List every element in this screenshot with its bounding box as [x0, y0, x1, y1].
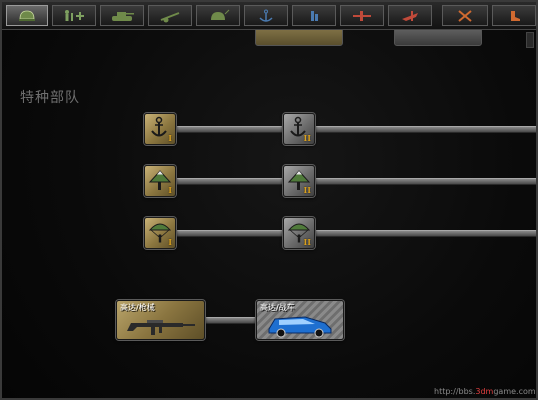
watermark-suffix: game.com — [493, 387, 536, 396]
tech-link-rail — [315, 178, 536, 185]
tab-artillery[interactable] — [148, 5, 192, 26]
tab-armor[interactable] — [100, 5, 144, 26]
equipment-card-vehicle[interactable]: 高达/战车 — [256, 300, 344, 340]
tier-numeral: II — [303, 185, 311, 195]
tab-infantry[interactable] — [6, 5, 48, 26]
mountain-troop-icon — [148, 170, 172, 190]
tier-numeral: I — [168, 185, 172, 195]
mountain-troop-icon — [287, 170, 311, 190]
scrollbar-thumb[interactable] — [526, 32, 534, 48]
tank-icon — [112, 11, 134, 21]
submarine-icon — [311, 10, 318, 21]
tab-bomber[interactable] — [388, 5, 432, 26]
infantry-plus-icon — [65, 9, 84, 21]
artillery-icon — [160, 11, 180, 22]
boot-icon — [511, 10, 520, 21]
tab-navy[interactable] — [244, 5, 288, 26]
equipment-label: 高达/枪械 — [120, 303, 155, 312]
tech-node-paratrooper-1[interactable]: I — [144, 217, 176, 249]
tab-fighter[interactable] — [340, 5, 384, 26]
watermark-url: http://bbs.3dmgame.com — [434, 387, 536, 396]
watermark-accent: 3dm — [475, 387, 494, 396]
marine-anchor-icon — [290, 116, 306, 137]
armored-car-icon — [268, 316, 332, 338]
watermark-prefix: http://bbs. — [434, 387, 476, 396]
tab-special[interactable] — [196, 5, 240, 26]
tech-node-mountain-2[interactable]: II — [283, 165, 315, 197]
tech-link-rail — [176, 230, 284, 237]
tier-numeral: I — [168, 237, 172, 247]
tab-engineering[interactable] — [442, 5, 488, 26]
paratrooper-icon — [148, 223, 172, 243]
crossed-tools-icon — [458, 9, 472, 22]
helmet-antenna-icon — [211, 9, 230, 20]
tech-link-rail — [176, 178, 284, 185]
tab-submarine[interactable] — [292, 5, 336, 26]
tier-numeral: I — [168, 133, 172, 143]
section-title: 特种部队 — [20, 90, 80, 106]
marine-anchor-icon — [151, 116, 167, 137]
equipment-label: 高达/战车 — [260, 303, 295, 312]
paratrooper-icon — [287, 223, 311, 243]
helmet-icon — [19, 10, 35, 21]
tier-numeral: II — [303, 237, 311, 247]
tech-node-marine-2[interactable]: II — [283, 113, 315, 145]
tech-link-rail — [315, 126, 536, 133]
equipment-card-rifle[interactable]: 高达/枪械 — [116, 300, 205, 340]
tech-node-mountain-1[interactable]: I — [144, 165, 176, 197]
fighter-plane-icon — [353, 10, 371, 21]
bomber-icon — [402, 10, 418, 21]
anchor-icon — [259, 9, 273, 22]
tech-node-paratrooper-2[interactable]: II — [283, 217, 315, 249]
tier-numeral: II — [303, 133, 311, 143]
tab-logistics[interactable] — [492, 5, 536, 26]
category-tab-bar — [2, 2, 536, 30]
tech-node-marine-1[interactable]: I — [144, 113, 176, 145]
equipment-link-rail — [205, 317, 257, 324]
rifle-icon — [127, 320, 195, 335]
tab-support[interactable] — [52, 5, 96, 26]
tech-link-rail — [176, 126, 284, 133]
tech-link-rail — [315, 230, 536, 237]
